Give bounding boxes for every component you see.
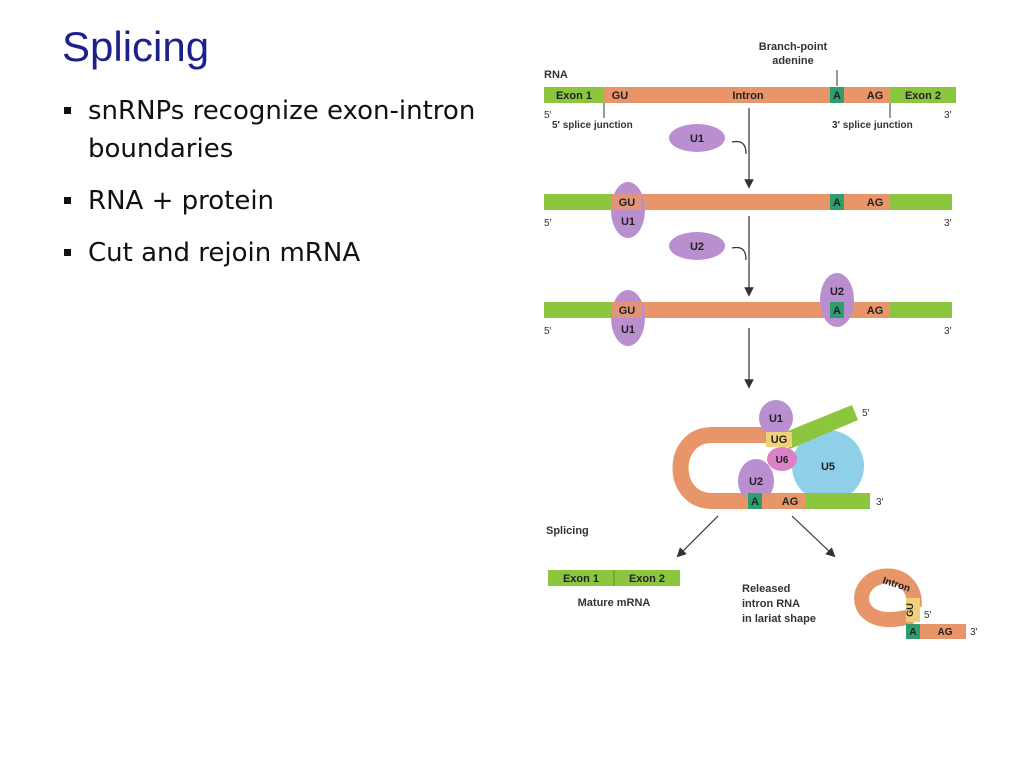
- bullet-item: RNA + protein: [62, 182, 512, 220]
- ag-label: AG: [867, 90, 884, 102]
- three-prime-row3: 3′: [944, 326, 952, 337]
- bullet-item: snRNPs recognize exon-intron boundaries: [62, 92, 512, 168]
- bullet-list: snRNPs recognize exon-intron boundaries …: [62, 92, 512, 286]
- u6-label: U6: [776, 455, 789, 466]
- a-label-row2: A: [833, 197, 841, 209]
- five-prime-end: 5′: [544, 110, 552, 121]
- u2-snrnp-free: [669, 232, 725, 260]
- splicing-label: Splicing: [546, 525, 589, 537]
- product-arrow-left: [676, 515, 719, 558]
- branch-point-label: Branch-point: [759, 41, 828, 53]
- exon1-strand-spliceosome: [778, 405, 858, 449]
- lariat-loop: [854, 568, 922, 628]
- mature-exon2-label: Exon 2: [629, 573, 665, 585]
- gu-site-row3: [612, 302, 642, 318]
- u5-label: U5: [821, 461, 835, 473]
- three-prime-row4: 3′: [876, 497, 884, 508]
- u1-join-curve: [731, 140, 747, 155]
- u1-snrnp-free: [669, 124, 725, 152]
- intron-track-row2: [626, 194, 890, 210]
- bullet-text: RNA + protein: [88, 186, 275, 216]
- slide-title: Splicing: [62, 23, 210, 70]
- five-prime-row2: 5′: [544, 218, 552, 229]
- released-label-3: in lariat shape: [742, 613, 816, 625]
- three-splice-junction-label: 3′ splice junction: [832, 120, 913, 131]
- ag-label-row2: AG: [867, 197, 884, 209]
- a-label: A: [833, 90, 841, 102]
- u2-join-curve: [731, 246, 747, 261]
- bullet-text: snRNPs recognize exon-intron boundaries: [88, 96, 476, 164]
- exon2-segment: [890, 87, 956, 103]
- intron-label: Intron: [732, 90, 763, 102]
- lariat-three-prime: 3′: [970, 627, 978, 638]
- u2-snrnp-row4: [738, 459, 774, 503]
- mature-exon1-label: Exon 1: [563, 573, 599, 585]
- released-label-1: Released: [742, 583, 790, 595]
- product-arrow-right: [791, 515, 836, 558]
- u1-label-row2: U1: [621, 216, 635, 228]
- u2-label-row3: U2: [830, 286, 844, 298]
- u6-snrnp: [767, 447, 797, 471]
- intron-loop: [672, 427, 780, 509]
- lariat-ag-label: AG: [938, 627, 953, 638]
- u2-label: U2: [690, 241, 704, 253]
- branch-adenine-row2: [830, 194, 844, 210]
- a-label-row4: A: [751, 496, 759, 508]
- u5-snrnp: [792, 430, 864, 502]
- splicing-diagram: Branch-point adenine RNA Exon 1 GU Intro…: [544, 41, 978, 639]
- rna-label: RNA: [544, 69, 568, 81]
- branch-adenine-box: [830, 87, 844, 103]
- exon2-label: Exon 2: [905, 90, 941, 102]
- bullet-square-icon: [64, 249, 71, 256]
- bullet-text: Cut and rejoin mRNA: [88, 238, 361, 268]
- branch-adenine-row3: [830, 302, 844, 318]
- u2-snrnp-bound: [820, 273, 854, 327]
- five-prime-row4: 5′: [862, 408, 870, 419]
- bullet-item: Cut and rejoin mRNA: [62, 234, 512, 272]
- branch-point-label-2: adenine: [772, 55, 814, 67]
- u1-snrnp-row4: [759, 400, 793, 436]
- intron-segment: [604, 87, 890, 103]
- lariat-gu-site: [906, 598, 920, 622]
- ag-label-row3: AG: [867, 305, 884, 317]
- lariat-five-prime: 5′: [924, 610, 932, 621]
- ug-site: [766, 432, 792, 447]
- five-splice-junction-label: 5′ splice junction: [552, 120, 633, 131]
- exon1-label: Exon 1: [556, 90, 592, 102]
- u2-label-row4: U2: [749, 476, 763, 488]
- gu-label: GU: [612, 90, 629, 102]
- bullet-square-icon: [64, 197, 71, 204]
- gu-label-row2: GU: [619, 197, 636, 209]
- mature-mrna-label: Mature mRNA: [578, 597, 651, 609]
- u1-label-row3: U1: [621, 324, 635, 336]
- three-prime-row2: 3′: [944, 218, 952, 229]
- lariat-branch-adenine: [906, 624, 920, 639]
- lariat-a-label: A: [909, 627, 916, 638]
- exon1-segment: [544, 87, 604, 103]
- released-label-2: intron RNA: [742, 598, 800, 610]
- gu-site-row2: [612, 194, 642, 210]
- lariat-gu-label: GU: [905, 603, 915, 617]
- ug-label: UG: [771, 434, 788, 446]
- u1-label: U1: [690, 133, 704, 145]
- five-prime-row3: 5′: [544, 326, 552, 337]
- lariat-tail: [906, 624, 966, 639]
- a-label-row3: A: [833, 305, 841, 317]
- three-prime-end: 3′: [944, 110, 952, 121]
- branch-adenine-row4: [748, 493, 762, 509]
- gu-label-row3: GU: [619, 305, 636, 317]
- ag-label-row4: AG: [782, 496, 799, 508]
- u1-label-row4: U1: [769, 413, 783, 425]
- bullet-square-icon: [64, 107, 71, 114]
